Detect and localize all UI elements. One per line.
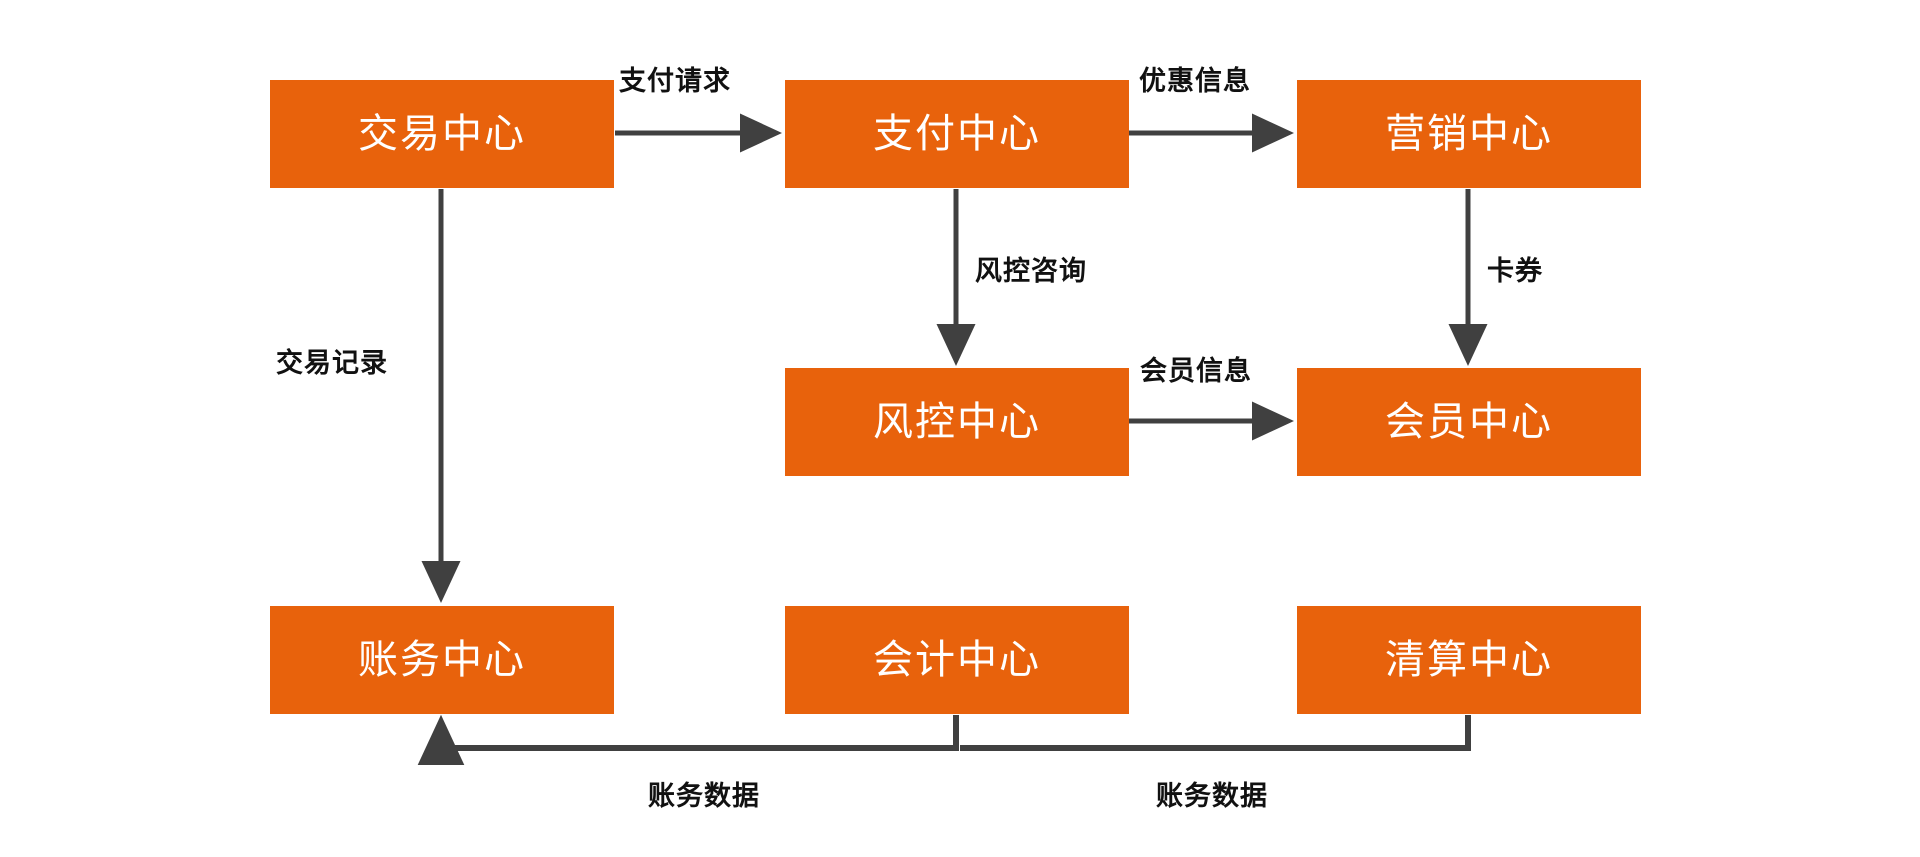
edge-label-member-info: 会员信息 (1140, 356, 1252, 386)
node-label: 风控中心 (873, 400, 1041, 444)
node-label: 账务中心 (358, 638, 526, 682)
edge-label-promotion-info: 优惠信息 (1139, 66, 1251, 96)
edge-label-payment-request: 支付请求 (619, 66, 731, 96)
node-member-center[interactable]: 会员中心 (1297, 368, 1641, 476)
node-label: 会计中心 (873, 638, 1041, 682)
edge-label-account-data-right: 账务数据 (1156, 781, 1268, 811)
edge-label-account-data-left: 账务数据 (648, 781, 760, 811)
node-label: 支付中心 (873, 112, 1041, 156)
node-accounting-center[interactable]: 会计中心 (785, 606, 1129, 714)
node-payment-center[interactable]: 支付中心 (785, 80, 1129, 188)
node-label: 会员中心 (1385, 400, 1553, 444)
connector-accounting-to-account (448, 715, 959, 751)
node-label: 清算中心 (1385, 638, 1553, 682)
node-account-center[interactable]: 账务中心 (270, 606, 614, 714)
edge-label-risk-consult: 风控咨询 (975, 256, 1087, 286)
node-label: 交易中心 (358, 112, 526, 156)
node-riskcontrol-center[interactable]: 风控中心 (785, 368, 1129, 476)
node-settlement-center[interactable]: 清算中心 (1297, 606, 1641, 714)
edge-label-coupon: 卡券 (1487, 256, 1543, 286)
node-trade-center[interactable]: 交易中心 (270, 80, 614, 188)
edge-label-trade-record: 交易记录 (276, 348, 388, 378)
node-marketing-center[interactable]: 营销中心 (1297, 80, 1641, 188)
node-label: 营销中心 (1385, 112, 1553, 156)
connector-settlement-to-account (960, 715, 1471, 751)
